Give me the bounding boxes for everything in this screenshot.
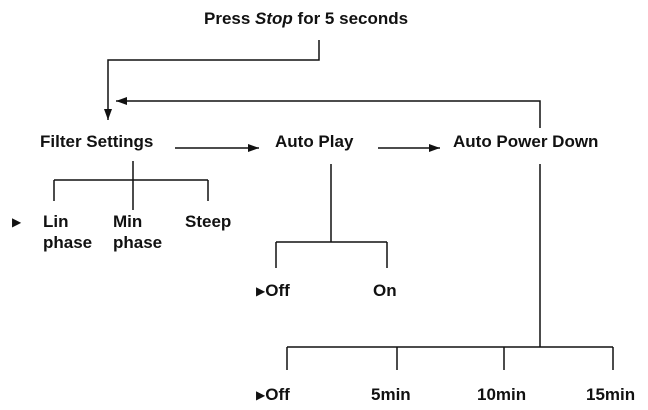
selected-marker-icon: ▶	[12, 215, 22, 229]
option-autoplay-on: On	[373, 281, 397, 300]
instruction-post: for 5 seconds	[292, 9, 409, 28]
option-min-phase-line1: Min	[113, 212, 143, 231]
option-lin-phase-line2: phase	[43, 233, 93, 252]
option-powerdown-15min: 15min	[586, 385, 636, 404]
option-autoplay-off-label: Off	[265, 281, 290, 300]
option-lin-phase: Lin phase	[43, 211, 92, 253]
option-powerdown-off: ▶Off	[256, 384, 290, 406]
option-min-phase-line2: phase	[113, 233, 163, 252]
option-steep: Steep	[185, 212, 232, 231]
instruction-pre: Press	[204, 9, 256, 28]
option-lin-phase-line1: Lin	[43, 212, 69, 231]
option-autoplay-off: ▶Off	[256, 280, 290, 302]
menu-item-auto-play: Auto Play	[275, 132, 354, 151]
option-powerdown-off-label: Off	[265, 385, 290, 404]
connector-start-to-filter	[104, 40, 320, 120]
option-min-phase: Min phase	[113, 211, 162, 253]
selected-marker-icon: ▶	[256, 284, 266, 298]
instruction-key: Stop	[255, 9, 293, 28]
selected-marker-icon: ▶	[256, 388, 266, 402]
option-powerdown-10min: 10min	[477, 385, 527, 404]
instruction-text: Press Stop for 5 seconds	[204, 8, 408, 29]
connector-loop-back	[116, 97, 541, 128]
menu-item-auto-power-down: Auto Power Down	[453, 132, 599, 151]
option-powerdown-5min: 5min	[371, 385, 411, 404]
menu-item-filter-settings: Filter Settings	[40, 132, 154, 151]
